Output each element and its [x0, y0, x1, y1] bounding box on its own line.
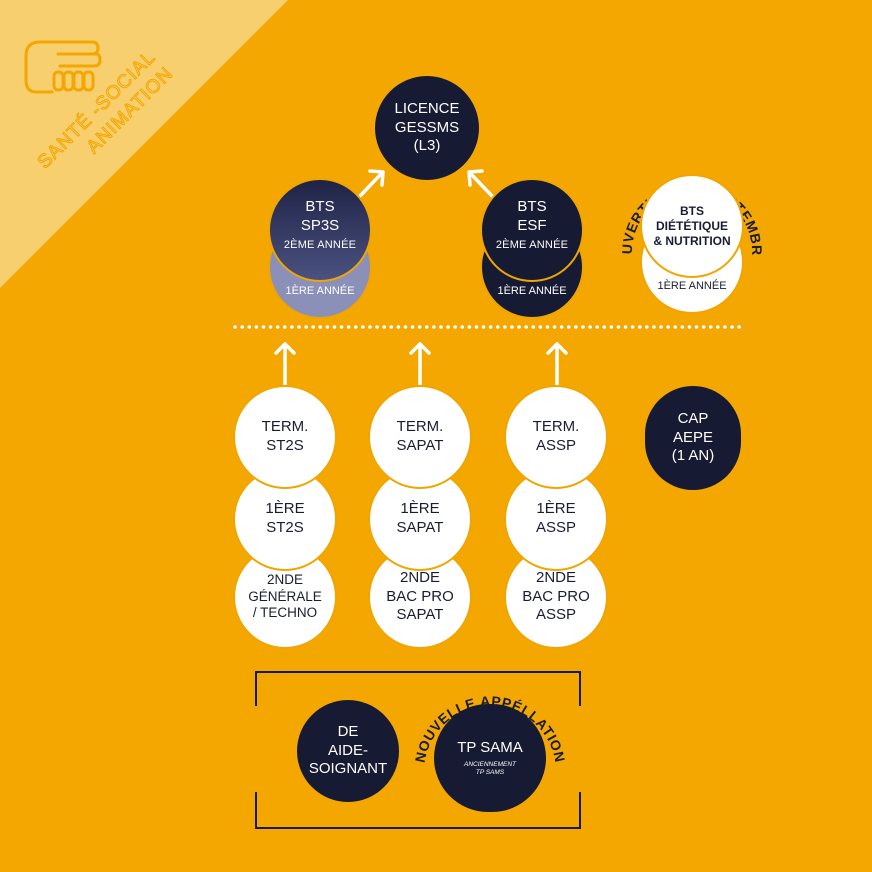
seconde-assp-line2: BAC PRO [522, 587, 590, 605]
licence-line1: LICENCE [394, 99, 460, 117]
bts-diet-node: BTS DIÉTÉTIQUE & NUTRITION [640, 174, 744, 278]
bts-esf-year2-node: BTS ESF 2ÈME ANNÉE [480, 178, 584, 282]
premiere-st2s-line1: 1ÈRE [265, 500, 305, 518]
cap-aepe-node: CAP AEPE (1 AN) [645, 386, 741, 490]
premiere-assp-node: 1ÈRE ASSP [504, 467, 608, 571]
term-assp-line1: TERM. [532, 418, 580, 436]
premiere-sapat-line1: 1ÈRE [400, 500, 440, 518]
de-aide-soignant-node: DE AIDE- SOIGNANT [297, 700, 399, 802]
seconde-sapat-line1: 2NDE [399, 568, 440, 586]
licence-line3: (L3) [413, 137, 441, 155]
term-sapat-line2: SAPAT [396, 437, 444, 454]
bts-diet-line2: DIÉTÉTIQUE [655, 218, 728, 233]
bts-sp3s-year2-node: BTS SP3S 2ÈME ANNÉE [268, 178, 372, 282]
term-st2s-node: TERM. ST2S [233, 385, 337, 489]
premiere-sapat-line2: SAPAT [396, 519, 444, 536]
bts-esf-year1-label: 1ÈRE ANNÉE [497, 285, 567, 297]
bts-sp3s-line2: SP3S [300, 216, 340, 234]
seconde-generale-line3: / TECHNO [252, 605, 318, 621]
term-st2s-line1: TERM. [261, 418, 309, 436]
cap-aepe-line2: AEPE [672, 428, 714, 446]
tp-sama-sub1: ANCIENNEMENT [463, 761, 516, 769]
seconde-sapat-line3: SAPAT [396, 606, 444, 624]
arrow-esf-to-licence [467, 169, 494, 198]
licence-gessms-node: LICENCE GESSMS (L3) [375, 76, 479, 180]
arrow-st2s-up [274, 342, 296, 388]
aide-line2: AIDE- [327, 741, 368, 759]
bts-sp3s-year2-label: 2ÈME ANNÉE [283, 238, 357, 251]
term-assp-node: TERM. ASSP [504, 385, 608, 489]
aide-line3: SOIGNANT [308, 760, 388, 778]
handshake-icon [24, 40, 102, 94]
term-sapat-line1: TERM. [396, 418, 444, 436]
premiere-assp-line2: ASSP [535, 519, 577, 536]
seconde-assp-line1: 2NDE [535, 568, 576, 586]
term-assp-line2: ASSP [535, 437, 577, 454]
bracket-frame [255, 671, 581, 829]
term-st2s-line2: ST2S [266, 437, 304, 454]
bts-sp3s-line1: BTS [305, 198, 335, 215]
bts-diet-line3: & NUTRITION [653, 233, 731, 248]
tp-sama-node: TP SAMA ANCIENNEMENT TP SAMS [434, 704, 546, 812]
bts-diet-line1: BTS [680, 203, 704, 218]
arrow-assp-up [546, 342, 568, 388]
licence-line2: GESSMS [394, 118, 460, 136]
seconde-generale-line2: GÉNÉRALE [248, 588, 322, 604]
term-sapat-node: TERM. SAPAT [368, 385, 472, 489]
premiere-st2s-line2: ST2S [266, 519, 304, 536]
seconde-sapat-line2: BAC PRO [386, 587, 454, 605]
bts-esf-line2: ESF [517, 216, 547, 234]
cap-aepe-line1: CAP [677, 409, 709, 427]
premiere-assp-line1: 1ÈRE [536, 500, 576, 518]
seconde-assp-line3: ASSP [535, 606, 577, 624]
bts-esf-line1: BTS [517, 198, 547, 215]
bts-diet-year1-label: 1ÈRE ANNÉE [657, 280, 727, 292]
bts-sp3s-year1-label: 1ÈRE ANNÉE [285, 285, 355, 297]
aide-line1: DE [337, 722, 359, 740]
tp-sama-sub2: TP SAMS [475, 768, 505, 776]
cap-aepe-line3: (1 AN) [671, 447, 715, 465]
arrow-sp3s-to-licence [358, 169, 385, 198]
seconde-generale-line1: 2NDE [266, 571, 303, 587]
bts-esf-year2-label: 2ÈME ANNÉE [495, 238, 569, 251]
arrow-sapat-up [409, 342, 431, 388]
seconde-assp-node: 2NDE BAC PRO ASSP [504, 545, 608, 649]
tp-sama-title: TP SAMA [457, 739, 523, 757]
